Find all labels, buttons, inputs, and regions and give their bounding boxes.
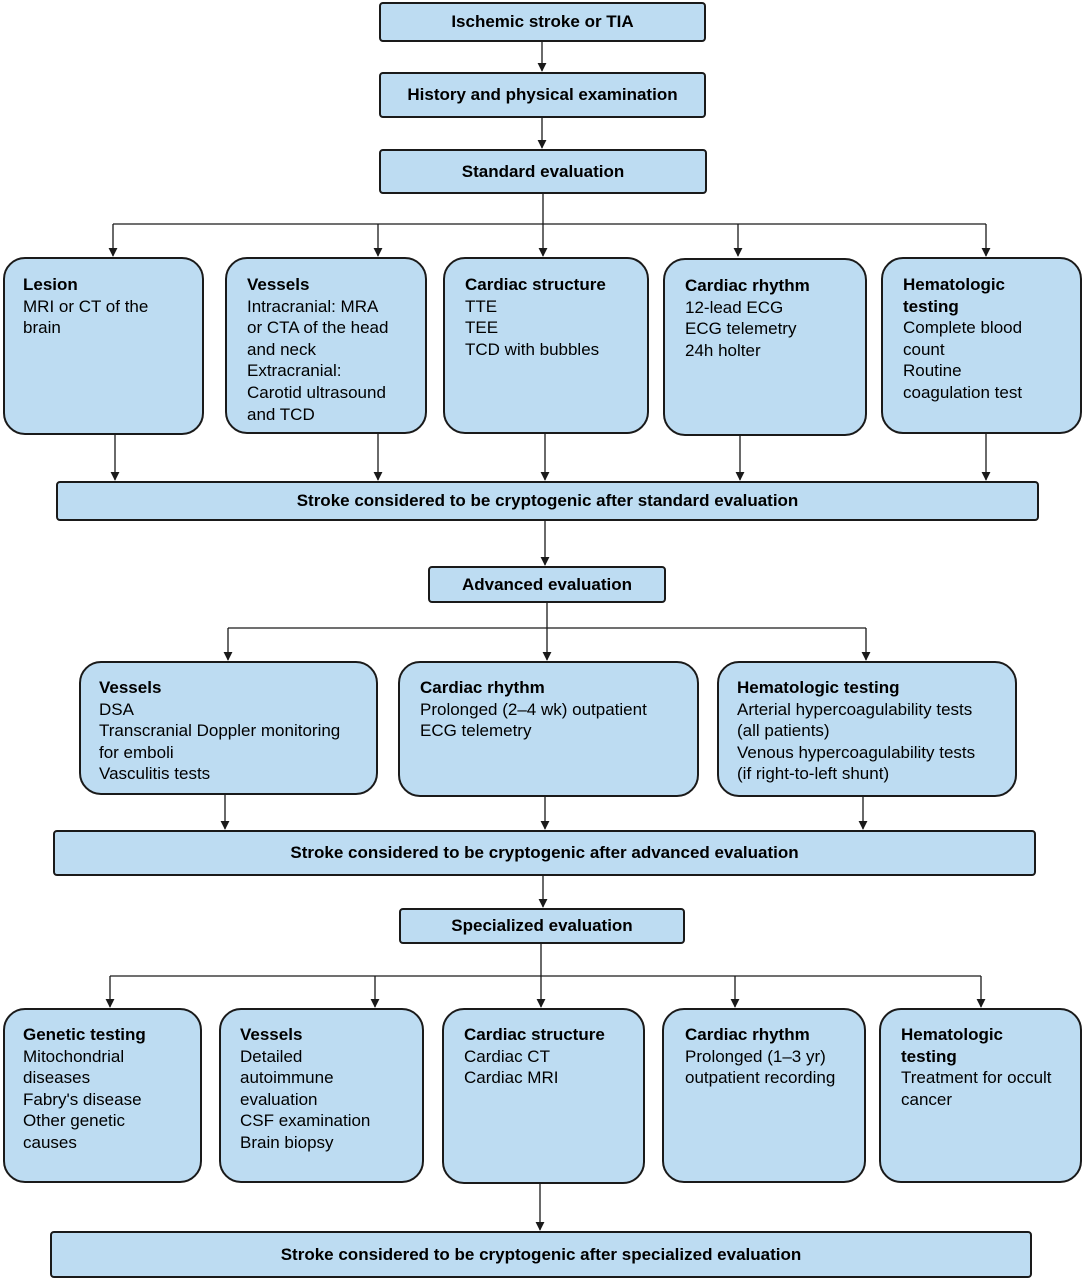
card-title: Hematologic testing [737,678,900,697]
card-title: Cardiac rhythm [685,276,810,295]
specialized-evaluation-label: Specialized evaluation [451,916,633,935]
history-exam-label: History and physical examination [407,85,678,104]
specialized-evaluation-box: Specialized evaluation [399,908,685,944]
specialized-card-cardiac-rhythm: Cardiac rhythm Prolonged (1–3 yr) outpat… [662,1008,866,1183]
card-line: Mitochondrial [23,1046,125,1066]
cryptogenic-standard-label: Stroke considered to be cryptogenic afte… [296,491,799,510]
standard-card-hematologic: Hematologic testing Complete blood count… [881,257,1082,434]
card-line: and neck [247,339,316,359]
card-line: Other genetic [23,1111,126,1131]
card-line: diseases [23,1068,91,1088]
advanced-card-cardiac-rhythm: Cardiac rhythm Prolonged (2–4 wk) outpat… [398,661,699,797]
standard-card-vessels: Vessels Intracranial: MRA or CTA of the … [225,257,427,434]
card-line: TEE [465,318,499,338]
cryptogenic-advanced-label: Stroke considered to be cryptogenic afte… [290,843,799,862]
card-title-line-2: testing [901,1046,957,1066]
standard-card-lesion: Lesion MRI or CT of the brain [3,257,204,435]
standard-card-cardiac-rhythm: Cardiac rhythm 12-lead ECG ECG telemetry… [663,258,867,436]
standard-evaluation-box: Standard evaluation [379,149,707,194]
standard-card-cardiac-structure: Cardiac structure TTE TEE TCD with bubbl… [443,257,649,434]
card-line: Routine [903,361,962,381]
card-line: causes [23,1132,77,1152]
card-line: Fabry's disease [23,1089,142,1109]
card-line: Cardiac CT [464,1046,550,1066]
card-line: Venous hypercoagulability tests [737,742,976,762]
card-line: (all patients) [737,721,830,741]
cryptogenic-advanced-box: Stroke considered to be cryptogenic afte… [53,830,1036,876]
card-line: Extracranial: [247,361,342,381]
card-title: Vessels [240,1025,303,1044]
card-line: Brain biopsy [240,1132,334,1152]
card-line: count [903,339,945,359]
card-line: MRI or CT of the [23,296,149,316]
card-title-line-2: testing [903,296,959,316]
advanced-card-vessels: Vessels DSA Transcranial Doppler monitor… [79,661,378,795]
card-line: (if right-to-left shunt) [737,764,890,784]
card-title: Cardiac rhythm [685,1025,810,1044]
card-line: Detailed [240,1046,303,1066]
card-line: ECG telemetry [420,721,532,741]
card-line: ECG telemetry [685,319,797,339]
card-title: Cardiac structure [464,1025,605,1044]
ischemic-stroke-label: Ischemic stroke or TIA [451,12,634,31]
card-title-line-1: Hematologic [901,1025,1004,1044]
card-line: Complete blood [903,318,1023,338]
card-title: Vessels [99,678,162,697]
card-line: Prolonged (1–3 yr) [685,1046,826,1066]
card-title: Cardiac structure [465,275,606,294]
card-line: for emboli [99,742,174,762]
specialized-card-genetic: Genetic testing Mitochondrial diseases F… [3,1008,202,1183]
card-line: Prolonged (2–4 wk) outpatient [420,699,647,719]
card-line: brain [23,318,61,338]
history-exam-box: History and physical examination [379,72,706,118]
cryptogenic-specialized-label: Stroke considered to be cryptogenic afte… [280,1244,802,1264]
card-line: Intracranial: MRA [247,296,379,316]
card-title: Vessels [247,275,310,294]
card-line: autoimmune [240,1068,334,1088]
card-line: TTE [465,296,498,316]
card-line: Vasculitis tests [99,764,211,784]
standard-evaluation-label: Standard evaluation [461,161,625,181]
advanced-card-hematologic: Hematologic testing Arterial hypercoagul… [717,661,1017,797]
card-title: Genetic testing [23,1025,146,1044]
card-line: outpatient recording [685,1068,836,1088]
card-line: Cardiac MRI [464,1068,559,1088]
specialized-card-cardiac-structure: Cardiac structure Cardiac CT Cardiac MRI [442,1008,645,1184]
cryptogenic-standard-box: Stroke considered to be cryptogenic afte… [56,481,1039,521]
ischemic-stroke-box: Ischemic stroke or TIA [379,2,706,42]
card-line: or CTA of the head [247,318,389,338]
card-line: evaluation [240,1089,318,1109]
specialized-card-vessels: Vessels Detailed autoimmune evaluation C… [219,1008,424,1183]
card-line: Carotid ultrasound [247,382,386,402]
card-title: Lesion [23,275,78,294]
card-line: Treatment for occult [901,1068,1052,1088]
card-line: 12-lead ECG [685,297,784,317]
card-title-line-1: Hematologic [903,275,1006,294]
advanced-evaluation-box: Advanced evaluation [428,566,666,603]
card-line: cancer [901,1089,953,1109]
card-line: TCD with bubbles [465,339,600,359]
card-line: and TCD [247,404,315,424]
card-line: 24h holter [685,340,761,360]
card-title: Cardiac rhythm [420,678,545,697]
card-line: Transcranial Doppler monitoring [99,721,341,741]
card-line: coagulation test [903,382,1023,402]
specialized-card-hematologic: Hematologic testing Treatment for occult… [879,1008,1082,1183]
card-line: CSF examination [240,1111,371,1131]
cryptogenic-specialized-box: Stroke considered to be cryptogenic afte… [50,1231,1032,1278]
card-line: DSA [99,699,134,719]
advanced-evaluation-label: Advanced evaluation [461,574,633,594]
card-line: Arterial hypercoagulability tests [737,699,973,719]
